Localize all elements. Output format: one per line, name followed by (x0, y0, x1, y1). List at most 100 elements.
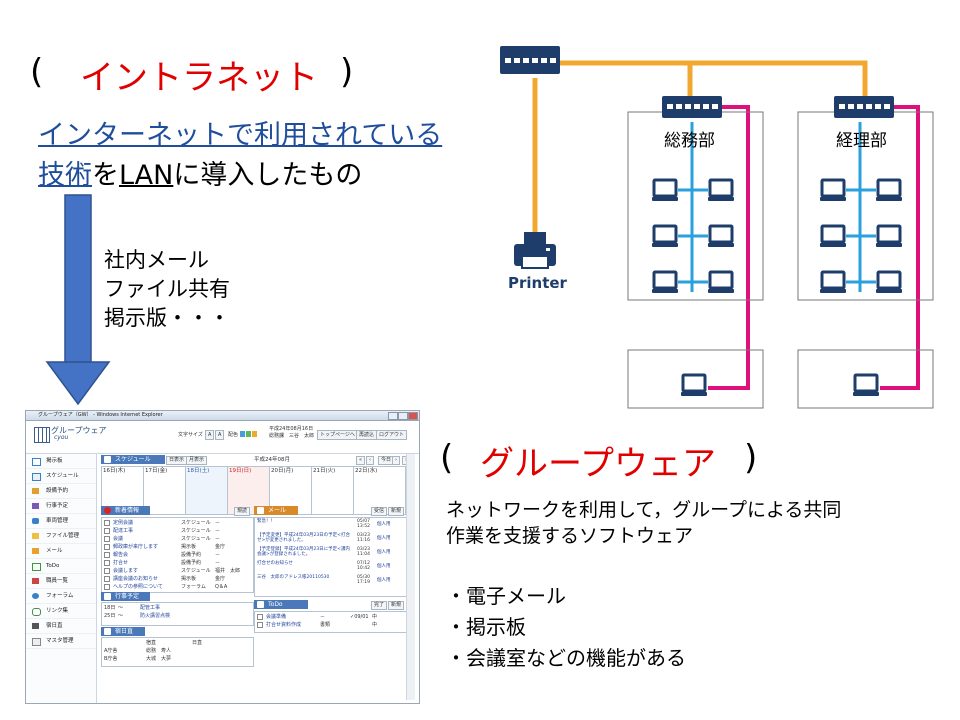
remote-box-1 (627, 349, 764, 409)
calendar-day[interactable]: 18日(土) (185, 466, 228, 515)
laptop-icon (706, 224, 736, 249)
news-row[interactable]: 講座会議のお知らせ掲示板金庁 (104, 575, 251, 583)
mail-new-button[interactable]: 新規 (388, 507, 405, 516)
todo-new-button[interactable]: 新規 (388, 601, 405, 610)
sidebar-item-links[interactable]: リンク集 (26, 604, 96, 619)
laptop-icon (650, 178, 680, 203)
event-row[interactable]: 25日～防火講習点検 (104, 613, 171, 619)
prev-week-button[interactable]: « (356, 456, 366, 465)
news-row[interactable]: 打合せ設備予約－ (104, 559, 251, 567)
duty-header: 宿日直 (101, 627, 145, 636)
news-row[interactable]: 報告会設備予約－ (104, 551, 251, 559)
groupware-feature: ・会議室などの機能がある (446, 646, 686, 670)
prev-day-button[interactable]: ‹ (366, 456, 374, 465)
news-row[interactable]: 郵政庫が来庁します掲示板金庁 (104, 543, 251, 551)
todo-row[interactable]: 打合せ資料作成書類中 (257, 621, 405, 629)
sidebar-item-forum[interactable]: フォーラム (26, 589, 96, 604)
top-page-button[interactable]: トップページへ (317, 430, 358, 440)
news-header: 新着情報 (101, 506, 150, 515)
sidebar-item-label: ファイル管理 (46, 533, 80, 539)
mail-receive-button[interactable]: 受信 (371, 507, 388, 516)
sidebar: 掲示板 スケジュール 設備予約 行事予定 車両管理 ファイル管理 メール ToD… (26, 454, 97, 703)
next-day-button[interactable]: › (392, 456, 400, 465)
font-large-button[interactable]: A (215, 430, 225, 440)
month-view-button[interactable]: 月表示 (186, 456, 208, 465)
remote-cable (708, 105, 920, 390)
sidebar-item-staff[interactable]: 職員一覧 (26, 574, 96, 589)
calendar-day-label: 18日(土) (187, 468, 210, 474)
groupware-description: ネットワークを利用して，グループによる共同 作業を支援するソフトウェア (446, 497, 841, 549)
reload-button[interactable]: 再読込 (356, 430, 378, 440)
sidebar-item-files[interactable]: ファイル管理 (26, 529, 96, 544)
color-swatch-orange[interactable] (252, 431, 257, 437)
mail-icon (257, 507, 264, 514)
color-label: 配色 (228, 432, 239, 438)
sidebar-item-events[interactable]: 行事予定 (26, 499, 96, 514)
sidebar-item-bulletin[interactable]: 掲示板 (26, 454, 96, 469)
link-icon (32, 608, 41, 616)
day-view-button[interactable]: 日表示 (166, 456, 188, 465)
news-list: 定例会議スケジュール－ 配達工事スケジュール－ 会議スケジュール－ 郵政庫が来庁… (101, 517, 254, 593)
groupware-feature-list: ・電子メール ・掲示板 ・会議室などの機能がある (446, 581, 686, 674)
window-title-bar: グループウェア（GW） - Windows Internet Explorer (26, 411, 419, 421)
groupware-desc-line: 作業を支援するソフトウェア (446, 525, 694, 547)
sidebar-item-schedule[interactable]: スケジュール (26, 469, 96, 484)
sidebar-item-vehicle[interactable]: 車両管理 (26, 514, 96, 529)
duty-icon (104, 628, 111, 635)
font-small-button[interactable]: A (205, 430, 215, 440)
duty-row: A庁舎総務 寿人 (104, 648, 172, 654)
news-row[interactable]: 会議しますスケジュール福井 太郎 (104, 567, 251, 575)
color-swatch-green[interactable] (246, 431, 251, 437)
forum-icon (32, 593, 39, 599)
color-swatch-blue[interactable] (240, 431, 245, 437)
minimize-icon[interactable] (388, 412, 398, 420)
calendar-day-label: 21日(火) (313, 468, 336, 474)
scrollbar[interactable] (406, 454, 415, 700)
intranet-feature-list: 社内メール ファイル共有 掲示版・・・ (104, 246, 230, 333)
logout-button[interactable]: ログアウト (376, 430, 408, 440)
groupware-paren-close: ) (744, 438, 758, 478)
board-icon (32, 458, 41, 466)
news-read-button[interactable]: 規読 (234, 507, 251, 516)
news-row[interactable]: 会議スケジュール－ (104, 535, 251, 543)
people-icon (32, 578, 39, 584)
event-row[interactable]: 18日～配管工事 (104, 605, 161, 611)
checkbox-icon (32, 563, 41, 571)
definition-rest: に導入したもの (173, 160, 363, 191)
mail-row[interactable]: 【予定変更】平成24年03月23日の予定<打合せ>が変更されました。03/23 … (257, 533, 391, 543)
dept-label-soumu: 総務部 (664, 131, 715, 151)
calendar-day[interactable]: 21日(火) (311, 466, 354, 515)
printer-icon (513, 231, 557, 269)
sidebar-item-label: リンク集 (46, 608, 69, 614)
laptop-icon (818, 224, 848, 249)
news-row[interactable]: 定例会議スケジュール－ (104, 519, 251, 527)
groupware-screenshot: グループウェア（GW） - Windows Internet Explorer … (25, 410, 420, 704)
logo-subtitle: cyou (54, 434, 69, 441)
maximize-icon[interactable] (398, 412, 408, 420)
facility-icon (32, 488, 39, 494)
mail-row[interactable]: 【予定登録】平成24年03月23日に予定<課内会議>が登録されました。03/23… (257, 547, 391, 557)
dept-hub-icon (662, 96, 722, 118)
duty-icon (32, 623, 39, 629)
sidebar-item-duty[interactable]: 宿日直 (26, 619, 96, 634)
close-icon[interactable] (408, 412, 418, 420)
news-row[interactable]: 配達工事スケジュール－ (104, 527, 251, 535)
intranet-title: イントラネット (80, 58, 318, 98)
sidebar-item-mail[interactable]: メール (26, 544, 96, 559)
todo-done-button[interactable]: 完了 (371, 601, 388, 610)
groupware-title: グループウェア (480, 444, 716, 484)
sidebar-item-facility[interactable]: 設備予約 (26, 484, 96, 499)
checkbox-icon (257, 601, 264, 608)
sidebar-item-label: フォーラム (46, 593, 74, 599)
laptop-icon (818, 270, 848, 295)
sidebar-item-todo[interactable]: ToDo (26, 559, 96, 574)
definition-line1: インターネットで利用されている (38, 120, 443, 151)
sidebar-item-master[interactable]: マスタ管理 (26, 634, 96, 649)
mail-header: メール (254, 506, 298, 515)
